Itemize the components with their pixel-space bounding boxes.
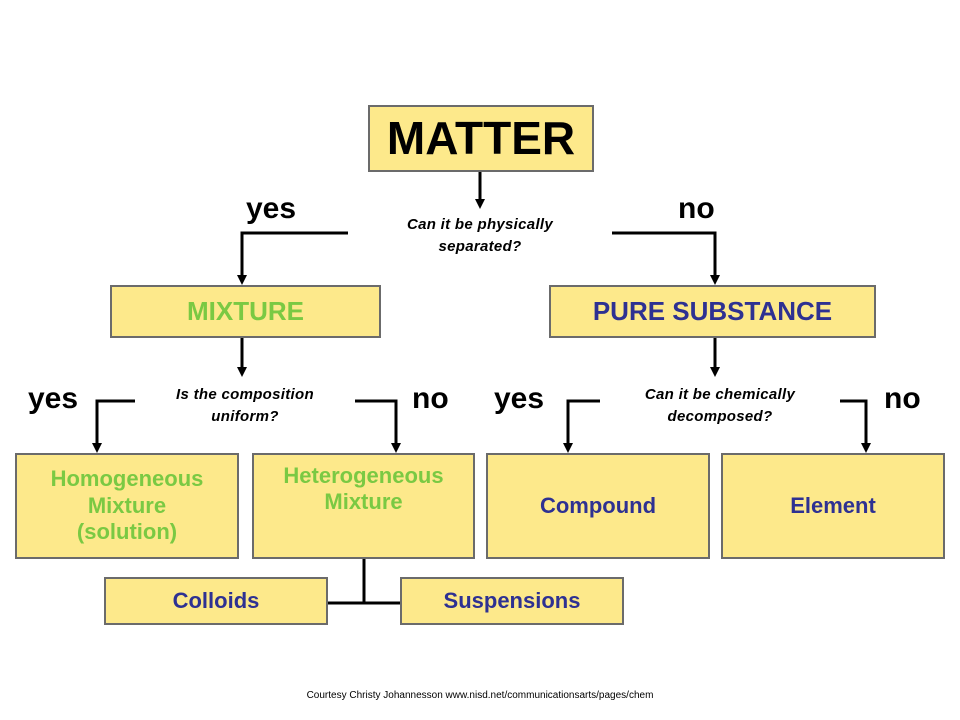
answer-yes-top: yes <box>246 192 297 225</box>
answer-yes-pure: yes <box>494 382 545 415</box>
question-physically-line-2: separated? <box>438 238 522 255</box>
answer-yes-mixture: yes <box>28 382 79 415</box>
mixture-label: MIXTURE <box>187 295 304 326</box>
matter-label: MATTER <box>386 111 576 164</box>
matter-box: MATTER <box>368 105 594 172</box>
answer-no-top: no <box>678 192 715 225</box>
heterogeneous-box: Heterogeneous Mixture <box>252 453 475 559</box>
homogeneous-box: Homogeneous Mixture (solution) <box>15 453 239 559</box>
arrow-to-compound <box>563 399 600 453</box>
colloids-box: Colloids <box>104 577 328 625</box>
arrow-to-mixture <box>237 231 348 285</box>
question-composition-line-2: uniform? <box>211 408 279 425</box>
homogeneous-line-2: Mixture <box>87 492 167 518</box>
suspensions-label: Suspensions <box>443 587 581 613</box>
arrow-to-element <box>840 399 871 453</box>
question-composition-line-1: Is the composition <box>176 386 314 403</box>
arrow-to-heterogeneous <box>355 399 401 453</box>
heterogeneous-line-1: Heterogeneous <box>283 463 444 488</box>
compound-box: Compound <box>486 453 710 559</box>
question-chemically-decomposed: Can it be chemically decomposed? <box>600 384 840 428</box>
homogeneous-line-3: (solution) <box>76 519 178 545</box>
question-physically-line-1: Can it be physically <box>406 216 554 233</box>
question-physically-separated: Can it be physically separated? <box>350 214 610 258</box>
question-chemically-line-1: Can it be chemically <box>644 386 796 403</box>
compound-label: Compound <box>539 492 657 518</box>
homogeneous-line-1: Homogeneous <box>50 466 204 492</box>
suspensions-box: Suspensions <box>400 577 624 625</box>
answer-no-pure: no <box>884 382 921 415</box>
heterogeneous-line-2: Mixture <box>324 489 403 515</box>
element-label: Element <box>790 492 876 518</box>
colloids-label: Colloids <box>172 587 260 613</box>
credit-text: Courtesy Christy Johannesson www.nisd.ne… <box>306 690 654 701</box>
pure-substance-label: PURE SUBSTANCE <box>592 295 833 326</box>
question-composition-uniform: Is the composition uniform? <box>135 384 355 428</box>
arrow-to-pure-substance <box>612 231 720 285</box>
arrow-to-homogeneous <box>92 399 135 453</box>
element-box: Element <box>721 453 945 559</box>
mixture-box: MIXTURE <box>110 285 381 338</box>
pure-substance-box: PURE SUBSTANCE <box>549 285 876 338</box>
question-chemically-line-2: decomposed? <box>667 408 773 425</box>
answer-no-mixture: no <box>412 382 449 415</box>
